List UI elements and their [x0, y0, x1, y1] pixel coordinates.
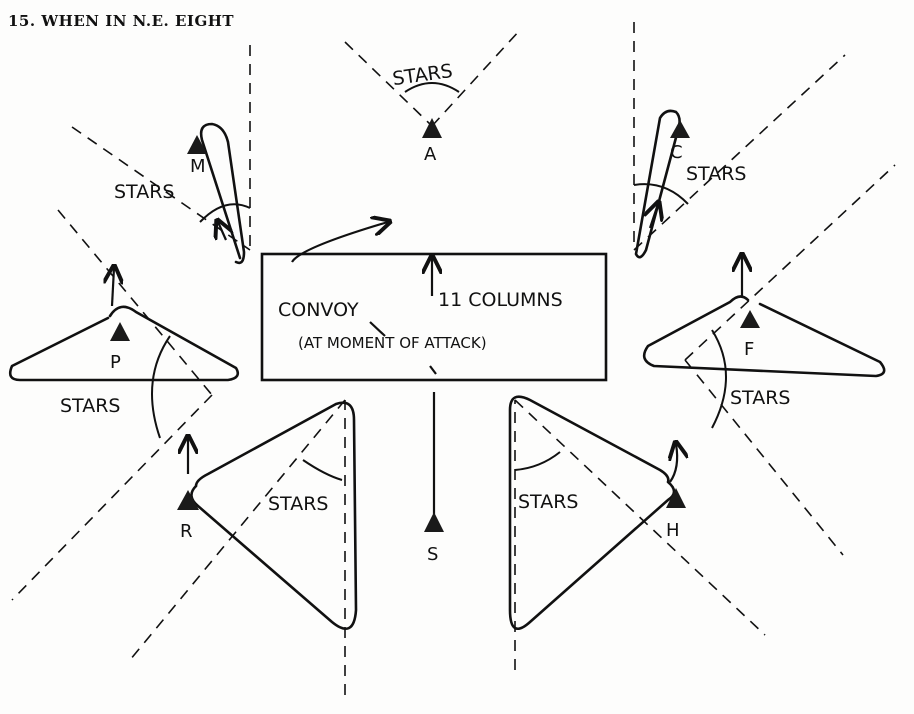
escort-f-ship-icon — [740, 310, 760, 328]
escort-m: M STARS — [114, 122, 246, 265]
escort-s-ship-icon — [424, 512, 444, 532]
convoy-tick-1 — [369, 321, 386, 337]
boundary-f-upper — [684, 164, 896, 361]
stars-label-c: STARS — [686, 163, 746, 185]
boundary-a-right — [431, 29, 521, 127]
arc-r — [302, 459, 343, 481]
escort-r-label: R — [180, 521, 193, 542]
sector-boundaries — [11, 22, 896, 695]
escort-f: F STARS — [642, 256, 886, 409]
boundary-p-lower — [11, 394, 213, 601]
stars-label-r: STARS — [268, 493, 328, 515]
stars-label-f: STARS — [730, 387, 790, 409]
escort-m-label: M — [190, 156, 206, 177]
escort-p-label: P — [110, 352, 121, 373]
escort-f-label: F — [744, 339, 754, 360]
boundary-c-diagonal — [633, 54, 846, 251]
boundary-p-diagonal — [57, 209, 213, 396]
arc-a — [404, 82, 460, 93]
stars-label-h: STARS — [518, 491, 578, 513]
stars-label-p: STARS — [60, 395, 120, 417]
escort-r-ship-icon — [177, 490, 199, 510]
sector-arcs — [151, 82, 727, 481]
arc-m — [199, 203, 251, 223]
escort-a-label: A — [424, 144, 437, 165]
escort-m-track — [199, 122, 246, 265]
escort-p-arrow — [112, 268, 114, 307]
escort-p-ship-icon — [110, 322, 130, 341]
escort-h-label: H — [666, 520, 680, 541]
escort-m-arrow — [218, 222, 226, 240]
escort-m-ship-icon — [187, 135, 207, 154]
escort-c: C STARS — [634, 109, 746, 259]
escort-s-label: S — [427, 544, 438, 565]
arc-p — [151, 335, 171, 439]
escort-a: A STARS — [391, 60, 454, 165]
escort-h-arrow — [670, 444, 677, 483]
arc-h — [514, 451, 561, 471]
escort-p-track — [8, 305, 240, 382]
convoy-rectangle — [260, 252, 608, 382]
escort-h-ship-icon — [666, 488, 686, 508]
escort-a-ship-icon — [422, 118, 442, 138]
convoy-note: (AT MOMENT OF ATTACK) — [298, 334, 487, 352]
convoy-columns: 11 COLUMNS — [438, 289, 563, 311]
convoy-turn-arrow — [291, 222, 388, 263]
escort-c-label: C — [670, 142, 683, 163]
escort-r-track — [190, 401, 358, 631]
convoy-box: CONVOY 11 COLUMNS (AT MOMENT OF ATTACK) — [260, 222, 608, 382]
escort-f-track — [642, 295, 886, 378]
stars-label-m: STARS — [114, 181, 174, 203]
escort-r: R STARS — [177, 401, 358, 631]
boundary-f-lower — [684, 359, 844, 556]
escort-p: P STARS — [8, 268, 240, 417]
escort-c-ship-icon — [670, 120, 690, 138]
arc-f — [711, 329, 727, 429]
escort-c-arrow — [650, 204, 658, 229]
escort-h: H STARS — [508, 395, 686, 631]
boundary-r-diagonal — [129, 399, 346, 661]
figure-caption: 15. WHEN IN N.E. EIGHT — [8, 12, 234, 30]
convoy-title: CONVOY — [278, 299, 359, 321]
boundary-h-diagonal — [514, 399, 766, 636]
boundary-a-left — [344, 41, 433, 127]
escort-c-track — [634, 109, 681, 259]
escort-s: S — [424, 392, 444, 565]
convoy-tick-2 — [429, 365, 437, 375]
